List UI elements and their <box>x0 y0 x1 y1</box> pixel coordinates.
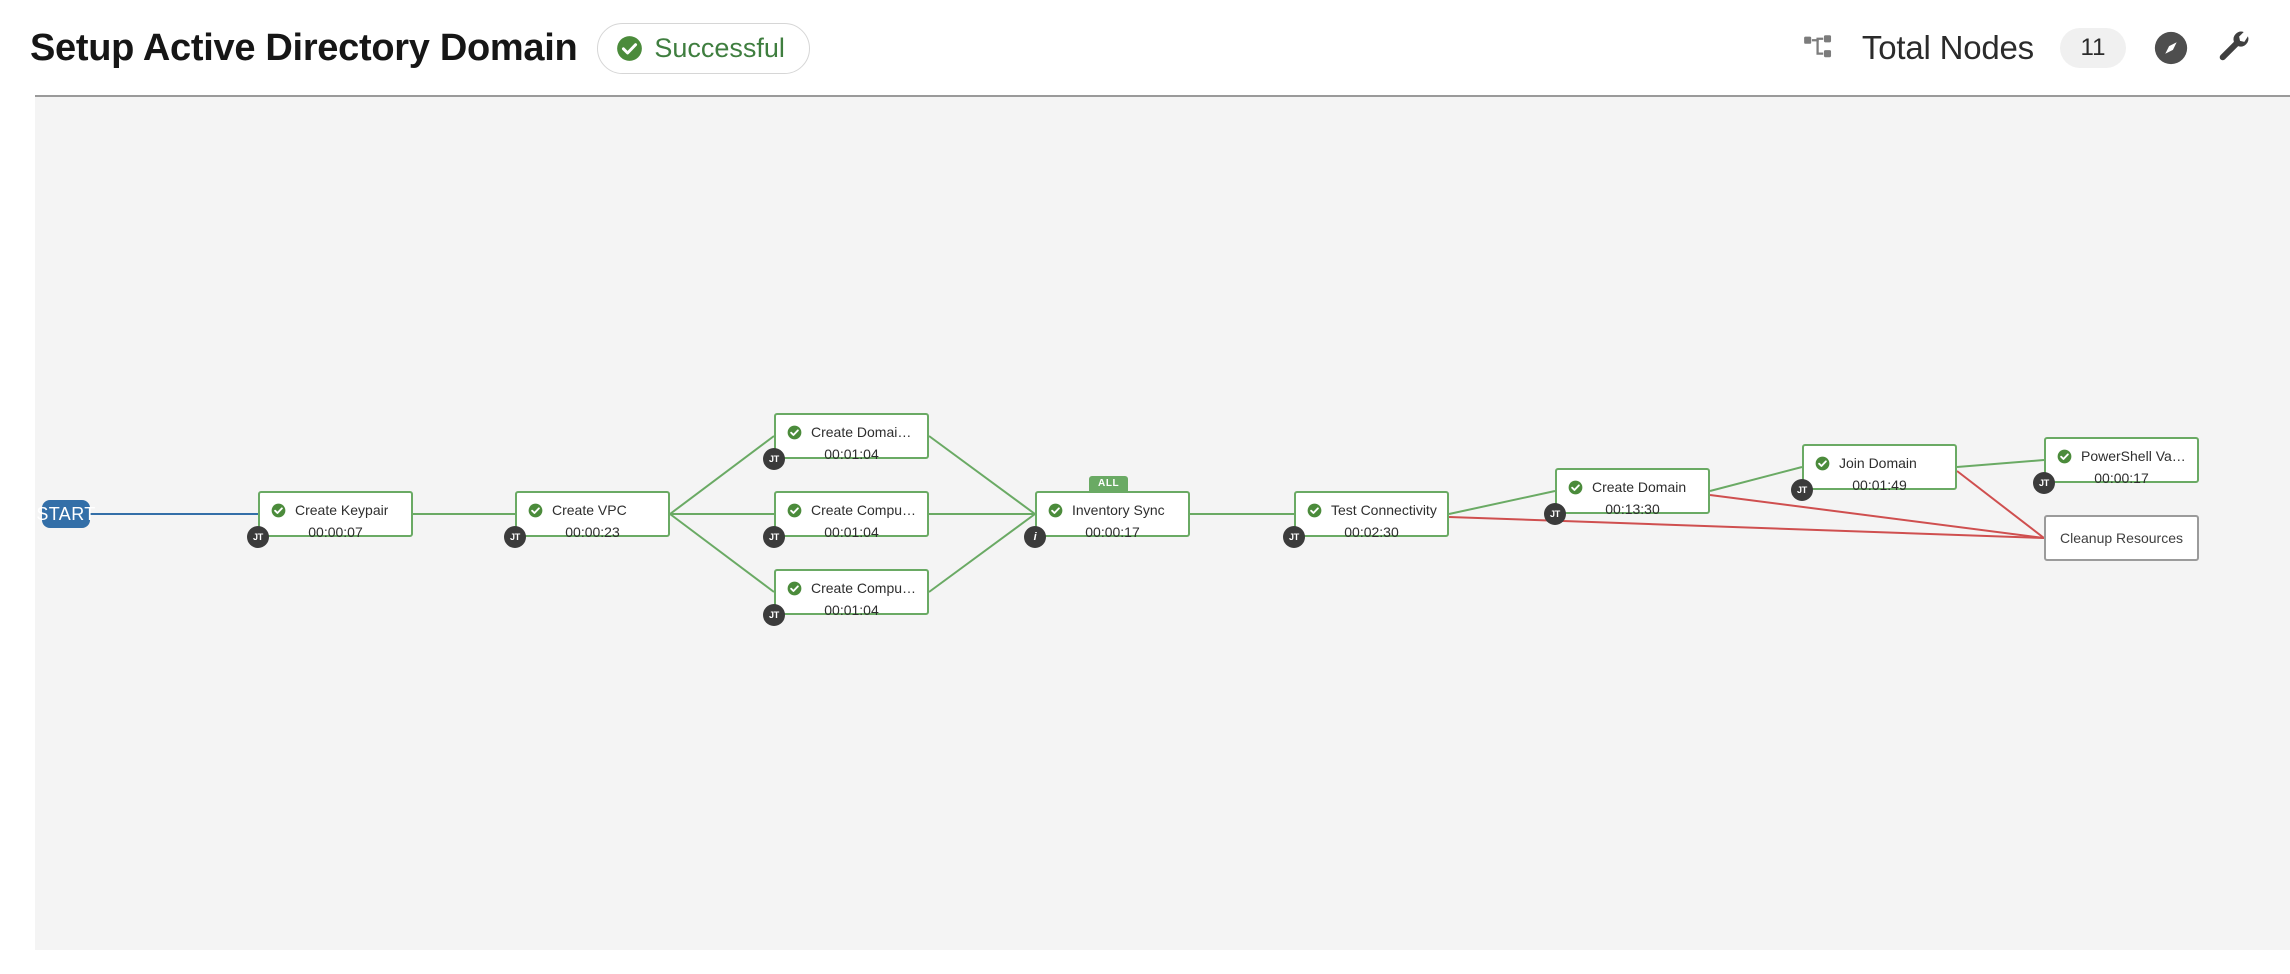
wrench-icon[interactable] <box>2216 29 2254 67</box>
check-circle-icon <box>2057 449 2072 463</box>
node-title-row: Inventory Sync <box>1037 493 1188 518</box>
node-label: Create Domain <box>1592 479 1687 495</box>
check-circle-icon <box>1048 503 1063 517</box>
check-circle-icon <box>617 35 643 61</box>
node-title-row: Join Domain <box>1804 446 1955 471</box>
total-nodes-label: Total Nodes <box>1861 29 2034 66</box>
node-label: Join Domain <box>1839 455 1917 471</box>
app-header: Setup Active Directory Domain Successful… <box>0 0 2290 96</box>
status-badge: Successful <box>597 22 810 74</box>
node-duration: 00:00:07 <box>308 524 363 540</box>
avatar[interactable]: JT <box>504 526 526 548</box>
node-duration: 00:01:04 <box>824 446 879 462</box>
edge-vpc-computer2 <box>669 513 775 593</box>
avatar[interactable]: JT <box>763 604 785 626</box>
node-create-domain[interactable]: Create Domain 00:13:30 <box>1555 468 1710 517</box>
node-title-row: Create Computer (1) <box>776 493 927 518</box>
node-inventory-sync[interactable]: Inventory Sync 00:00:17 <box>1035 491 1190 540</box>
node-title-row: Test Connectivity <box>1296 493 1447 518</box>
node-label: PowerShell Validation <box>2081 448 2187 464</box>
node-create-computer-1[interactable]: Create Computer (1) 00:01:04 <box>774 491 929 540</box>
node-label: Test Connectivity <box>1331 502 1437 518</box>
page-title: Setup Active Directory Domain <box>30 26 578 69</box>
avatar[interactable]: JT <box>763 448 785 470</box>
header-divider <box>35 95 2290 97</box>
node-title-row: Create Domain <box>1557 470 1708 495</box>
check-circle-icon <box>271 503 286 517</box>
check-circle-icon <box>528 503 543 517</box>
node-create-domain-controller[interactable]: Create Domain Contr... 00:01:04 <box>774 413 929 462</box>
node-label: Create Computer (1) <box>811 502 917 518</box>
node-create-vpc[interactable]: Create VPC 00:00:23 <box>515 491 670 540</box>
avatar[interactable]: JT <box>247 526 269 548</box>
node-label: Create Computer (2) <box>811 580 917 596</box>
node-test-connectivity[interactable]: Test Connectivity 00:02:30 <box>1294 491 1449 540</box>
node-title-row: Create Keypair <box>260 493 411 518</box>
node-label: Cleanup Resources <box>2060 530 2183 546</box>
status-label: Successful <box>654 32 785 63</box>
node-title-row: Create Computer (2) <box>776 571 927 596</box>
edge-test-create-domain <box>1448 490 1556 515</box>
edge-computer2-inventory <box>928 513 1036 593</box>
edge-create-domain-cleanup <box>1709 494 2045 539</box>
header-right-group: Total Nodes 11 <box>1802 28 2290 68</box>
node-cleanup-resources[interactable]: Cleanup Resources <box>2044 515 2199 561</box>
edge-join-cleanup <box>1956 470 2045 539</box>
header-left-group: Setup Active Directory Domain Successful <box>0 22 810 74</box>
node-label: Create Keypair <box>295 502 389 518</box>
edge-dc-inventory <box>928 435 1036 515</box>
info-badge[interactable]: i <box>1024 526 1046 548</box>
node-label: Create VPC <box>552 502 627 518</box>
node-tag-all: ALL <box>1089 476 1129 491</box>
check-circle-icon <box>787 581 802 595</box>
node-duration: 00:01:04 <box>824 524 879 540</box>
node-duration: 00:00:23 <box>565 524 620 540</box>
node-powershell-validation[interactable]: PowerShell Validation 00:00:17 <box>2044 437 2199 486</box>
node-duration: 00:01:04 <box>824 602 879 618</box>
compass-icon[interactable] <box>2152 29 2190 67</box>
avatar[interactable]: JT <box>763 526 785 548</box>
hierarchy-icon <box>1804 35 1831 58</box>
node-title-row: PowerShell Validation <box>2046 439 2197 464</box>
edge-join-powershell <box>1956 459 2045 468</box>
node-create-keypair[interactable]: Create Keypair 00:00:07 <box>258 491 413 540</box>
check-circle-icon <box>787 425 802 439</box>
node-title-row: Cleanup Resources <box>2046 517 2197 559</box>
check-circle-icon <box>1307 503 1322 517</box>
check-circle-icon <box>1568 480 1583 494</box>
node-duration: 00:00:17 <box>2094 470 2149 486</box>
workflow-edges <box>90 435 2045 593</box>
check-circle-icon <box>787 503 802 517</box>
edge-create-domain-join <box>1709 466 1803 492</box>
start-node[interactable]: START <box>36 500 95 528</box>
node-duration: 00:01:49 <box>1852 477 1907 493</box>
node-duration: 00:00:17 <box>1085 524 1140 540</box>
avatar[interactable]: JT <box>1283 526 1305 548</box>
node-duration: 00:02:30 <box>1344 524 1399 540</box>
node-title-row: Create Domain Contr... <box>776 415 927 440</box>
node-label: Inventory Sync <box>1072 502 1165 518</box>
check-circle-icon <box>1815 456 1830 470</box>
avatar[interactable]: JT <box>1544 503 1566 525</box>
node-duration: 00:13:30 <box>1605 501 1660 517</box>
avatar[interactable]: JT <box>2033 472 2055 494</box>
node-label: Create Domain Contr... <box>811 424 917 440</box>
node-join-domain[interactable]: Join Domain 00:01:49 <box>1802 444 1957 493</box>
avatar[interactable]: JT <box>1791 479 1813 501</box>
edge-vpc-dc <box>669 435 775 515</box>
node-create-computer-2[interactable]: Create Computer (2) 00:01:04 <box>774 569 929 618</box>
node-title-row: Create VPC <box>517 493 668 518</box>
total-nodes-count: 11 <box>2060 28 2126 68</box>
